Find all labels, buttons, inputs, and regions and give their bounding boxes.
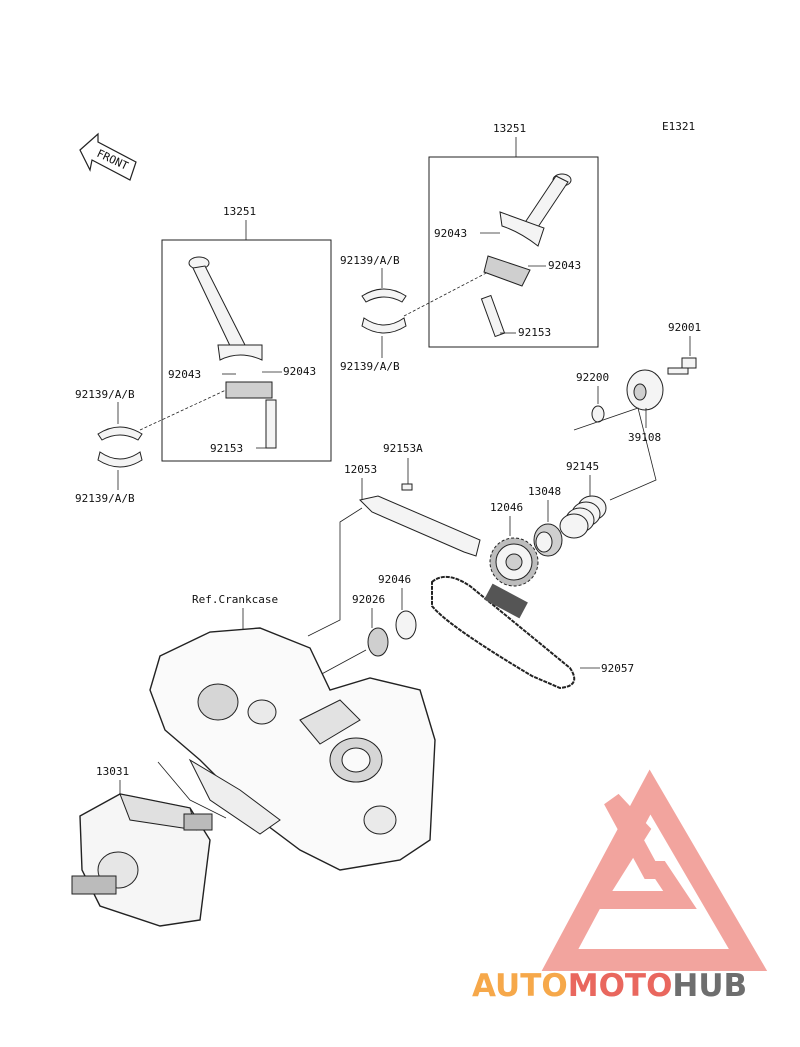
crankcase-icon <box>149 627 436 871</box>
label-sprocket: 12046 <box>490 501 523 514</box>
rod-right-group: 13251 92043 92043 92153 <box>428 122 599 348</box>
watermark-text: AUTOMOTOHUB <box>472 968 747 1004</box>
chain-icon <box>431 575 576 690</box>
crankshaft-group: 13031 <box>71 761 227 927</box>
label-bearing-left-bottom: 92139/A/B <box>75 492 135 505</box>
label-stud-right: 92153 <box>518 326 551 339</box>
label-stud-left: 92153 <box>210 442 243 455</box>
ref-label: Ref.Crankcase <box>192 593 278 606</box>
label-bolt-guide: 92153A <box>383 442 423 455</box>
connecting-rod-left-icon <box>188 256 273 399</box>
watermark-hub: HUB <box>672 968 747 1004</box>
chain-guide-group: 12053 92153A <box>344 442 481 557</box>
diagram-code: E1321 <box>662 120 695 133</box>
label-oring: 92026 <box>352 593 385 606</box>
bearing-shells-mid: 92139/A/B 92139/A/B <box>340 254 493 373</box>
sprocket-icon <box>489 537 539 587</box>
label-washer: 92200 <box>576 371 609 384</box>
label-seal: 92046 <box>378 573 411 586</box>
bearing-shells-left: 92139/A/B 92139/A/B <box>75 388 227 505</box>
label-rod-right: 13251 <box>493 122 526 135</box>
rod-left-box <box>161 239 332 462</box>
watermark-auto: AUTO <box>472 968 568 1004</box>
spring-icon <box>559 495 607 539</box>
label-chain: 92057 <box>601 662 634 675</box>
bearing-shell-icon <box>361 288 407 303</box>
label-bearing-mid-bottom: 92139/A/B <box>340 360 400 373</box>
connecting-rod-right-icon <box>483 173 572 287</box>
label-spring: 92145 <box>566 460 599 473</box>
chain-group: 92057 <box>431 575 634 690</box>
label-crankshaft: 13031 <box>96 765 129 778</box>
rod-right-box <box>428 156 599 348</box>
crankshaft-icon <box>71 793 213 927</box>
bearing-shell-icon <box>97 451 143 468</box>
stud-right-icon <box>480 294 506 338</box>
label-bolt-right-top: 92043 <box>434 227 467 240</box>
label-nut-left: 92043 <box>283 365 316 378</box>
watermark-logo <box>541 769 768 971</box>
label-pump-mount: 92001 <box>668 321 701 334</box>
washer-icon <box>591 405 605 423</box>
seal-icon <box>395 610 417 640</box>
bolt-icon <box>401 483 413 491</box>
label-bearing-left-top: 92139/A/B <box>75 388 135 401</box>
pump-gear-group: 92001 92200 39108 <box>573 321 701 501</box>
stud-left-icon <box>265 399 277 449</box>
bolt-icon <box>681 357 697 369</box>
seal-group: 92046 92026 <box>317 573 417 677</box>
bolt-shaft-icon <box>667 367 689 375</box>
rod-left-group: 13251 92043 92043 92153 <box>161 205 332 462</box>
label-nut-right: 92043 <box>548 259 581 272</box>
label-gear-driven: 39108 <box>628 431 661 444</box>
chain-guide-icon <box>359 495 481 557</box>
watermark-moto: MOTO <box>568 968 673 1004</box>
label-guide: 12053 <box>344 463 377 476</box>
bearing-shell-icon <box>97 426 143 441</box>
label-bolt-left: 92043 <box>168 368 201 381</box>
drive-group: 92145 13048 12046 <box>489 460 607 587</box>
front-arrow-icon: FRONT <box>79 132 137 181</box>
label-bearing: 13048 <box>528 485 561 498</box>
label-bearing-mid-top: 92139/A/B <box>340 254 400 267</box>
label-rod-left: 13251 <box>223 205 256 218</box>
bearing-shell-icon <box>361 317 407 334</box>
oring-icon <box>367 627 389 657</box>
